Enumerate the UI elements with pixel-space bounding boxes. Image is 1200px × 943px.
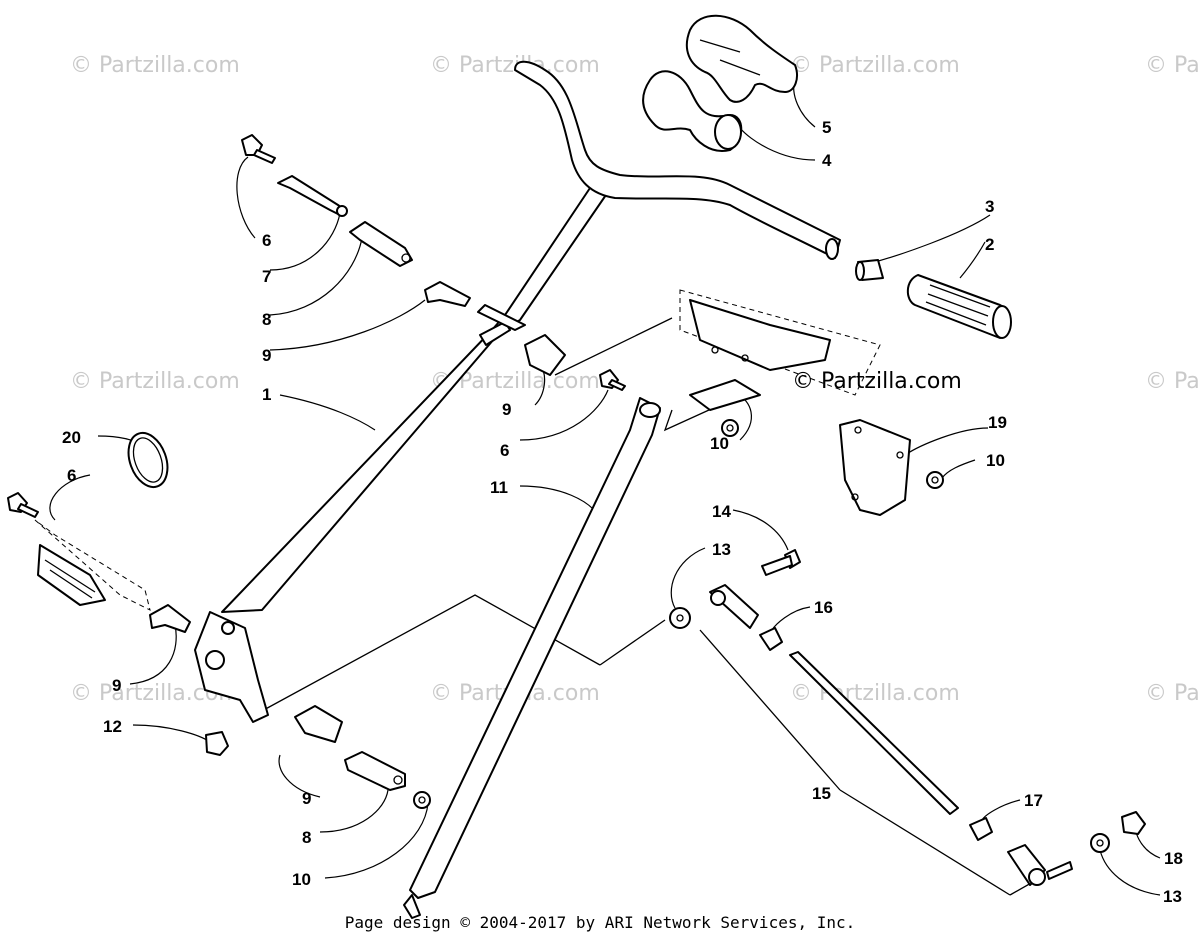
callout-12: 12: [103, 717, 122, 736]
footer-copyright: Page design © 2004-2017 by ARI Network S…: [344, 913, 856, 932]
callout-10: 10: [986, 451, 1005, 470]
clamp: [349, 221, 413, 267]
callout-11: 11: [490, 478, 508, 497]
tie-rod: [403, 397, 661, 919]
watermark: © Partzilla.com: [1145, 681, 1200, 706]
bushing: [149, 604, 191, 633]
sleeve: [855, 259, 884, 281]
callout-8: 8: [262, 310, 271, 329]
watermark: © Partzilla.com: [790, 681, 960, 706]
callout-9: 9: [262, 346, 271, 365]
nut: [721, 419, 739, 437]
handlebar: [514, 60, 841, 260]
watermark: © Partzilla.com: [70, 369, 240, 394]
pad-large: [685, 14, 798, 103]
callout-15: 15: [812, 784, 831, 803]
nut: [205, 731, 229, 756]
clip: [277, 175, 348, 217]
rod-end: [1007, 844, 1073, 886]
bolt: [761, 549, 801, 576]
callout-5: 5: [822, 118, 831, 137]
callout-9: 9: [302, 789, 311, 808]
bolt: [7, 492, 39, 518]
callout-3: 3: [985, 197, 994, 216]
lower-bracket: [34, 519, 151, 611]
watermark: © Partzilla.com: [1145, 53, 1200, 78]
pad-small: [642, 70, 743, 152]
nut: [413, 791, 431, 809]
bolt: [599, 369, 626, 391]
callout-13: 13: [1163, 887, 1182, 906]
rod-end: [709, 584, 759, 629]
callout-16: 16: [814, 598, 833, 617]
lock-nut: [1121, 811, 1146, 835]
jam-nut: [759, 627, 783, 651]
bushing: [294, 705, 343, 743]
callout-labels: 1 2 3 4 5 6 6 6 7 8 8 9 9 9 9 10 10 10 1…: [62, 118, 1183, 906]
callout-4: 4: [822, 151, 832, 170]
callout-18: 18: [1164, 849, 1183, 868]
clamp: [344, 751, 406, 791]
jam-nut: [969, 817, 993, 841]
watermark-prominent: © Partzilla.com: [792, 369, 962, 394]
callout-6: 6: [500, 441, 509, 460]
tie-rod-link: [789, 651, 959, 815]
callout-19: 19: [988, 413, 1007, 432]
bracket-assembly: [679, 289, 881, 411]
bolt: [241, 134, 276, 164]
callout-9: 9: [112, 676, 121, 695]
callout-10: 10: [710, 434, 729, 453]
steering-post: [194, 187, 609, 723]
callout-7: 7: [262, 267, 271, 286]
callout-1: 1: [262, 385, 271, 404]
washer: [669, 607, 691, 629]
watermark: © Partzilla.com: [790, 53, 960, 78]
nut: [926, 471, 944, 489]
watermark: © Partzilla.com: [70, 53, 240, 78]
callout-14: 14: [712, 502, 731, 521]
grip: [906, 274, 1012, 339]
callout-9: 9: [502, 400, 511, 419]
callout-20: 20: [62, 428, 81, 447]
leader-lines: [49, 77, 1161, 896]
bushing: [424, 281, 471, 307]
watermark-layer: © Partzilla.com © Partzilla.com © Partzi…: [70, 53, 1200, 706]
plate: [839, 419, 911, 516]
bushing: [524, 334, 566, 376]
watermark: © Partzilla.com: [1145, 369, 1200, 394]
band-clamp: [127, 431, 169, 489]
washer: [1090, 833, 1110, 853]
callout-6: 6: [67, 466, 76, 485]
callout-17: 17: [1024, 791, 1043, 810]
callout-10: 10: [292, 870, 311, 889]
callout-8: 8: [302, 828, 311, 847]
callout-13: 13: [712, 540, 731, 559]
callout-2: 2: [985, 235, 994, 254]
callout-6: 6: [262, 231, 271, 250]
